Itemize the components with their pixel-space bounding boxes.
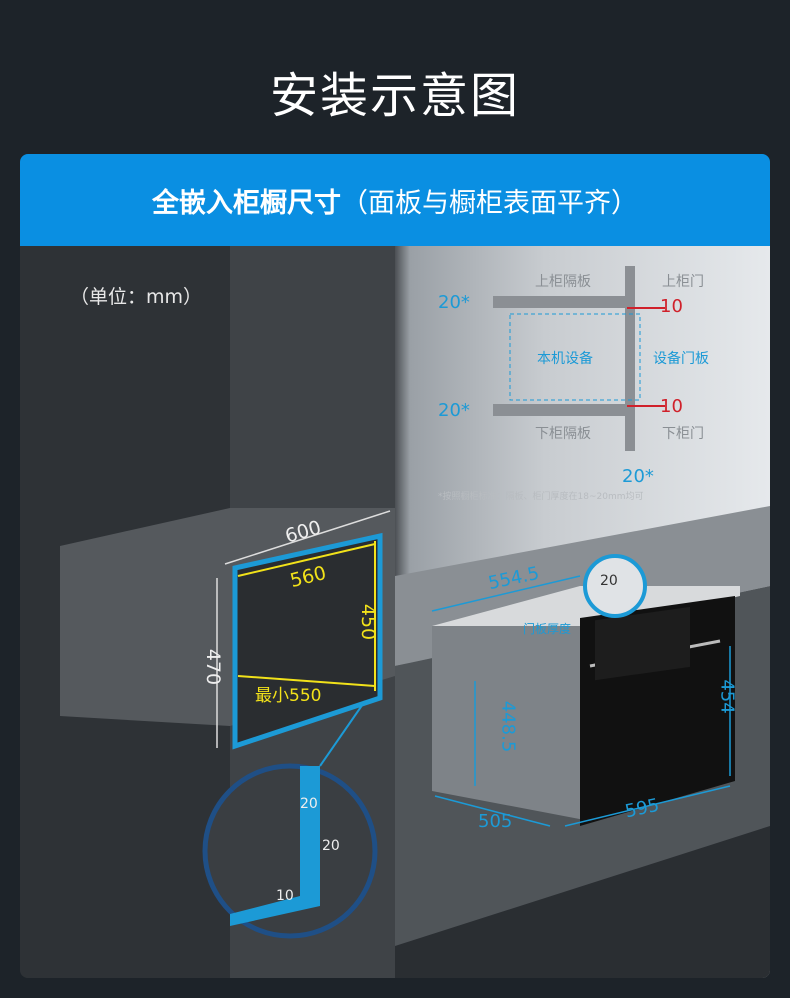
detail-b: 20 xyxy=(322,838,340,854)
section-header: 全嵌入柜橱尺寸（面板与橱柜表面平齐） xyxy=(20,154,770,246)
diagram-labels: 上柜隔板 上柜门 下柜隔板 下柜门 本机设备 设备门板 20* 20* 10 1… xyxy=(20,246,770,978)
gap-top: 10 xyxy=(660,296,683,317)
diagram-drawing xyxy=(20,246,770,978)
gap-bottom: 10 xyxy=(660,396,683,417)
oven-depth-top: 554.5 xyxy=(486,562,542,595)
schematic-device-outline xyxy=(509,313,641,401)
footnote: *按照橱柜标准：隔板、柜门厚度在18~20mm均可 xyxy=(438,492,644,502)
header-bold: 全嵌入柜橱尺寸 xyxy=(152,187,341,219)
door-detail-magnifier xyxy=(583,554,647,618)
lower-shelf-label: 下柜隔板 xyxy=(535,426,591,442)
oven-depth: 505 xyxy=(478,811,513,832)
detail-c: 10 xyxy=(276,888,294,904)
oven-width: 595 xyxy=(623,794,662,823)
header-note: （面板与橱柜表面平齐） xyxy=(341,187,638,219)
oven-window xyxy=(595,606,690,681)
upper-shelf-label: 上柜隔板 xyxy=(535,274,591,290)
schematic-door xyxy=(625,266,635,451)
oven-door-thickness: 20 xyxy=(600,573,618,589)
oven-body-height: 448.5 xyxy=(497,700,519,753)
oven-depth-top-line xyxy=(431,575,581,612)
oven-depth-line xyxy=(434,795,551,827)
floor-shadow xyxy=(395,826,770,978)
door-thickness-label: 门板厚度 xyxy=(523,622,572,636)
schematic-upper-shelf xyxy=(493,296,625,308)
oven-front-height: 454 xyxy=(716,679,738,714)
inner-height: 450 xyxy=(357,603,380,641)
upper-door-label: 上柜门 xyxy=(662,274,704,290)
door-thickness: 20* xyxy=(622,466,654,487)
detail-a: 20 xyxy=(300,796,318,812)
outer-width: 600 xyxy=(282,516,324,548)
oven-width-line xyxy=(564,785,731,827)
shelf-thickness-bottom: 20* xyxy=(438,400,470,421)
inner-width: 560 xyxy=(287,561,329,593)
page-title: 安装示意图 xyxy=(269,68,520,124)
unit-label: （单位：mm） xyxy=(70,286,203,308)
min-depth: 最小550 xyxy=(255,686,322,706)
detail-magnifier xyxy=(202,763,378,939)
outer-width-line xyxy=(224,510,391,565)
schematic-lower-shelf xyxy=(493,404,625,416)
device-label: 本机设备 xyxy=(537,351,593,367)
detail-edge-highlight xyxy=(230,766,320,926)
outer-height: 470 xyxy=(202,648,225,686)
oven-body xyxy=(432,626,590,821)
lower-door-label: 下柜门 xyxy=(662,426,704,442)
oven-dimension-lines xyxy=(431,575,731,827)
oven-top xyxy=(432,586,740,626)
inner-width-line xyxy=(237,543,376,577)
niche-opening xyxy=(232,532,383,750)
min-depth-line xyxy=(237,675,376,687)
shelf-thickness-top: 20* xyxy=(438,292,470,313)
door-panel-label: 设备门板 xyxy=(653,351,709,367)
installation-diagram: （单位：mm） 上柜隔板 上柜门 下柜隔板 下柜门 本机设备 设备门板 20* … xyxy=(20,246,770,978)
detail-pointer-line xyxy=(319,700,366,767)
